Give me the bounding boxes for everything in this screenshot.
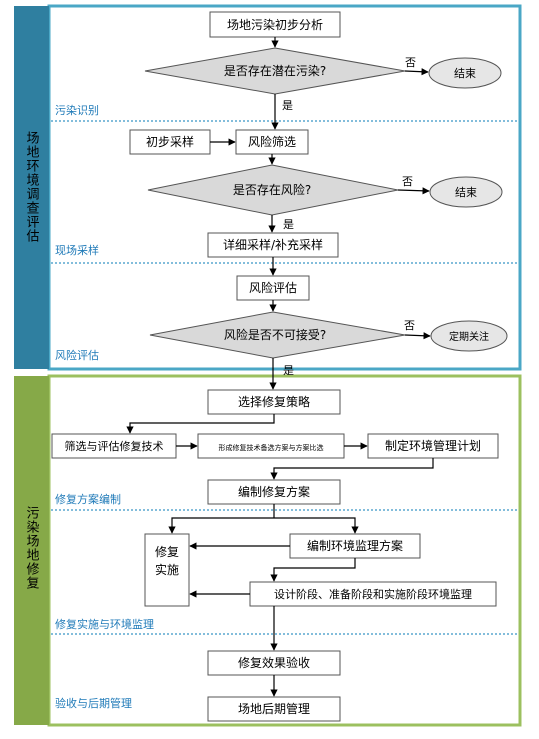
edge-label-yes: 是 bbox=[282, 99, 293, 112]
arrow bbox=[126, 414, 275, 434]
stage1-label: 场地环境调查评估 bbox=[24, 131, 40, 243]
node-text: 设计阶段、准备阶段和实施阶段环境监理 bbox=[274, 587, 472, 601]
node-text: 定期关注 bbox=[449, 330, 489, 343]
node-monitor-plan bbox=[289, 533, 421, 559]
arrow bbox=[270, 458, 434, 480]
node-initial-sampling bbox=[129, 129, 211, 155]
end-terminal-1 bbox=[428, 57, 502, 89]
node-text: 详细采样/补充采样 bbox=[223, 237, 323, 252]
arrow bbox=[274, 517, 359, 534]
arrow bbox=[168, 517, 274, 534]
arrow bbox=[270, 558, 356, 582]
arrow bbox=[404, 68, 429, 76]
section-label: 风险评估 bbox=[55, 348, 99, 362]
stage2-label: 污染场地修复 bbox=[24, 506, 40, 590]
node-text: 风险评估 bbox=[249, 280, 297, 295]
section-label: 污染识别 bbox=[55, 103, 99, 117]
section-label: 现场采样 bbox=[55, 243, 99, 257]
edge-label-no: 否 bbox=[405, 56, 416, 69]
stage2-band bbox=[14, 376, 49, 725]
arrow bbox=[404, 332, 431, 340]
edge-label-yes: 是 bbox=[283, 218, 294, 231]
node-detailed-sampling bbox=[207, 232, 339, 258]
section-label: 验收与后期管理 bbox=[55, 696, 132, 710]
node-text: 形成修复技术备选方案与方案比选 bbox=[219, 443, 324, 452]
node-text: 结束 bbox=[454, 67, 476, 80]
node-compile-plan bbox=[207, 479, 341, 505]
node-text: 场地污染初步分析 bbox=[227, 17, 323, 32]
node-text: 实施 bbox=[155, 562, 179, 577]
edge-label-no: 否 bbox=[404, 319, 415, 332]
section-label: 修复方案编制 bbox=[55, 492, 121, 506]
periodic-attention-terminal bbox=[430, 320, 508, 352]
node-text: 风险是否不可接受? bbox=[224, 327, 326, 342]
edge-label-yes: 是 bbox=[283, 364, 294, 377]
node-text: 是否存在潜在污染? bbox=[224, 63, 326, 78]
node-repair-implementation bbox=[144, 533, 190, 607]
node-text: 筛选与评估修复技术 bbox=[65, 439, 164, 453]
node-risk-assessment bbox=[236, 275, 310, 301]
arrow bbox=[397, 187, 430, 195]
node-text: 修复 bbox=[155, 544, 179, 559]
node-text: 场地后期管理 bbox=[238, 701, 310, 716]
node-text: 编制环境监理方案 bbox=[307, 538, 403, 553]
node-text: 是否存在风险? bbox=[233, 182, 311, 197]
end-terminal-2 bbox=[429, 176, 503, 208]
node-text: 制定环境管理计划 bbox=[385, 438, 481, 453]
node-stage-monitoring bbox=[249, 581, 497, 607]
node-text: 初步采样 bbox=[146, 134, 194, 149]
node-screen-tech bbox=[51, 433, 177, 459]
node-env-plan bbox=[367, 433, 499, 459]
node-post-management bbox=[207, 696, 341, 722]
node-text: 结束 bbox=[455, 186, 477, 199]
node-text: 修复效果验收 bbox=[238, 655, 310, 670]
section-label: 修复实施与环境监理 bbox=[55, 617, 154, 631]
stage1-band bbox=[14, 6, 49, 369]
edge-label-no: 否 bbox=[402, 175, 413, 188]
node-text: 选择修复策略 bbox=[238, 394, 310, 409]
node-text: 风险筛选 bbox=[248, 134, 296, 149]
node-text: 编制修复方案 bbox=[238, 484, 310, 499]
node-risk-screening bbox=[235, 129, 309, 155]
